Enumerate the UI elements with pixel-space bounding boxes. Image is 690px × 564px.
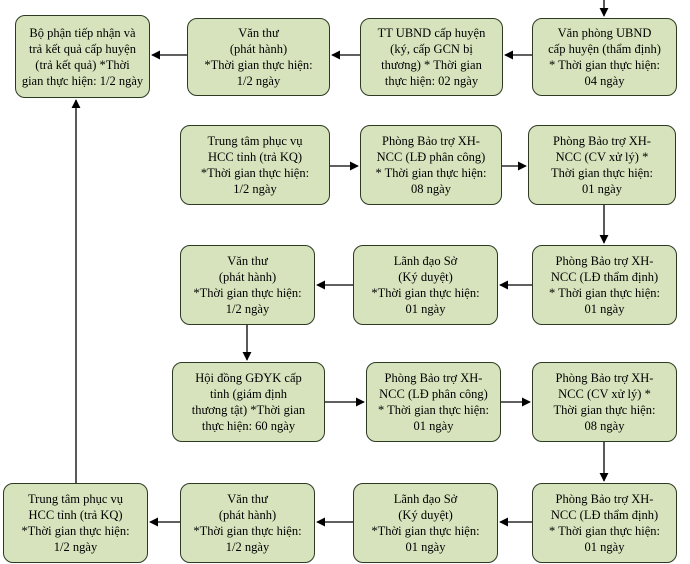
box-phong-bao-tro-tham-dinh-1: Phòng Bảo trợ XH- NCC (LĐ thẩm định) * T…	[532, 245, 677, 325]
box-phong-bao-tro-xu-ly-2: Phòng Bảo trợ XH- NCC (CV xử lý) * Thời …	[532, 362, 677, 442]
box-trung-tam-phuc-vu-1: Trung tâm phục vụ HCC tỉnh (trả KQ) *Thờ…	[180, 125, 330, 205]
box-hoi-dong-gdyk: Hội đồng GĐYK cấp tỉnh (giám định thương…	[172, 362, 325, 442]
box-phong-bao-tro-tham-dinh-2: Phòng Bảo trợ XH- NCC (LĐ thẩm định) * T…	[532, 483, 677, 563]
box-van-thu-phat-hanh-2: Văn thư (phát hành) *Thời gian thực hiện…	[180, 245, 315, 325]
box-trung-tam-phuc-vu-2: Trung tâm phục vụ HCC tỉnh (trả KQ) *Thờ…	[3, 483, 148, 563]
box-van-phong-ubnd: Văn phòng UBND cấp huyện (thẩm định) * T…	[532, 18, 677, 96]
box-tt-ubnd-cap-huyen: TT UBND cấp huyện (ký, cấp GCN bị thương…	[360, 18, 503, 96]
box-phong-bao-tro-phan-cong-1: Phòng Bảo trợ XH- NCC (LĐ phân công) * T…	[360, 125, 502, 205]
box-van-thu-phat-hanh-1: Văn thư (phát hành) *Thời gian thực hiện…	[187, 18, 330, 96]
box-phong-bao-tro-phan-cong-2: Phòng Bảo trợ XH- NCC (LĐ phân công) * T…	[366, 362, 501, 442]
box-tiep-nhan-tra-ket-qua: Bộ phận tiếp nhận và trả kết quả cấp huy…	[15, 15, 150, 98]
box-van-thu-phat-hanh-3: Văn thư (phát hành) *Thời gian thực hiện…	[180, 483, 315, 563]
box-lanh-dao-so-2: Lãnh đạo Sở (Ký duyệt) *Thời gian thực h…	[353, 483, 498, 563]
box-phong-bao-tro-xu-ly-1: Phòng Bảo trợ XH- NCC (CV xử lý) * Thời …	[528, 125, 676, 205]
box-lanh-dao-so-1: Lãnh đạo Sở (Ký duyệt) *Thời gian thực h…	[353, 245, 498, 325]
